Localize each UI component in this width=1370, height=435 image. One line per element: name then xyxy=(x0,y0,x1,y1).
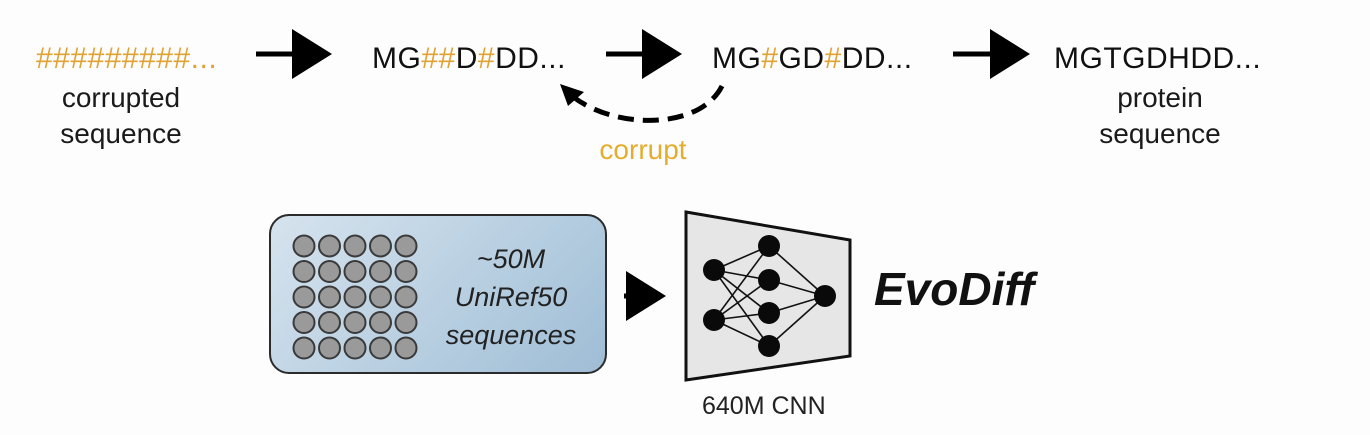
sequence-circle xyxy=(318,260,341,283)
sequence-circle xyxy=(343,311,367,334)
sequence-circle xyxy=(343,234,367,258)
sequence-circle xyxy=(369,311,392,334)
dataset-box: ~50M UniRef50 sequences xyxy=(269,214,607,374)
model-caption: 640M CNN xyxy=(702,392,826,420)
residue-token: MG xyxy=(372,42,422,75)
corrupt-arrowhead xyxy=(560,84,584,106)
sequence-circle xyxy=(292,336,316,360)
nn-nodes xyxy=(703,235,836,357)
database-grid-icon xyxy=(292,234,418,360)
sequence-circle xyxy=(292,260,316,283)
protein-sequence: MGTGDHDD... xyxy=(1054,42,1261,76)
dataset-line1: ~50M xyxy=(476,244,546,274)
sequence-circle xyxy=(318,311,341,334)
masked-token: #########... xyxy=(36,42,218,75)
residue-token: DD... xyxy=(841,42,913,75)
corrupted-label-line2: sequence xyxy=(60,118,182,149)
sequence-circle xyxy=(369,234,392,258)
masked-token: # xyxy=(477,42,496,75)
masked-token: # xyxy=(761,42,779,75)
sequence-circle xyxy=(394,234,418,258)
sequence-circle xyxy=(343,285,367,309)
protein-label-line1: protein xyxy=(1117,82,1203,113)
residue-token: GD xyxy=(778,42,825,75)
sequence-circle xyxy=(292,285,316,309)
corrupted-label-line1: corrupted xyxy=(61,82,181,113)
protein-sequence-label: protein sequence xyxy=(1085,80,1235,152)
masked-token: # xyxy=(824,42,842,75)
sequence-circle xyxy=(318,285,341,309)
residue-token: MG xyxy=(712,42,762,75)
sequence-circle xyxy=(343,260,367,283)
corrupt-label: corrupt xyxy=(599,134,687,165)
corrupted-sequence-label: corrupted sequence xyxy=(36,80,206,152)
sequence-circle xyxy=(394,285,418,309)
sequence-circle xyxy=(394,336,418,360)
protein-label-line2: sequence xyxy=(1099,118,1221,149)
model-trapezoid xyxy=(684,210,852,382)
sequence-circle xyxy=(292,311,316,334)
sequence-circle xyxy=(394,260,418,283)
sequence-circle xyxy=(369,260,392,283)
model-name: EvoDiff xyxy=(874,263,1035,315)
corrupted-sequence: #########... xyxy=(36,42,217,76)
partial-sequence-1: MG##D#DD... xyxy=(372,42,566,76)
sequence-circle xyxy=(318,234,341,258)
sequence-circle xyxy=(369,285,392,309)
sequence-circle xyxy=(292,234,316,258)
dataset-line2: UniRef50 xyxy=(454,282,568,312)
residue-token: D xyxy=(455,42,478,75)
residue-token: DD... xyxy=(495,42,566,75)
dataset-description: ~50M UniRef50 sequences xyxy=(421,240,601,354)
residue-token: MGTGDHDD... xyxy=(1054,42,1262,75)
sequence-circle xyxy=(343,336,367,360)
sequence-circle xyxy=(318,336,341,360)
dataset-line3: sequences xyxy=(445,320,577,350)
sequence-circle xyxy=(394,311,418,334)
sequence-circle xyxy=(369,336,392,360)
masked-token: ## xyxy=(421,42,456,75)
partial-sequence-2: MG#GD#DD... xyxy=(712,42,913,76)
corrupt-arrow xyxy=(570,84,725,123)
